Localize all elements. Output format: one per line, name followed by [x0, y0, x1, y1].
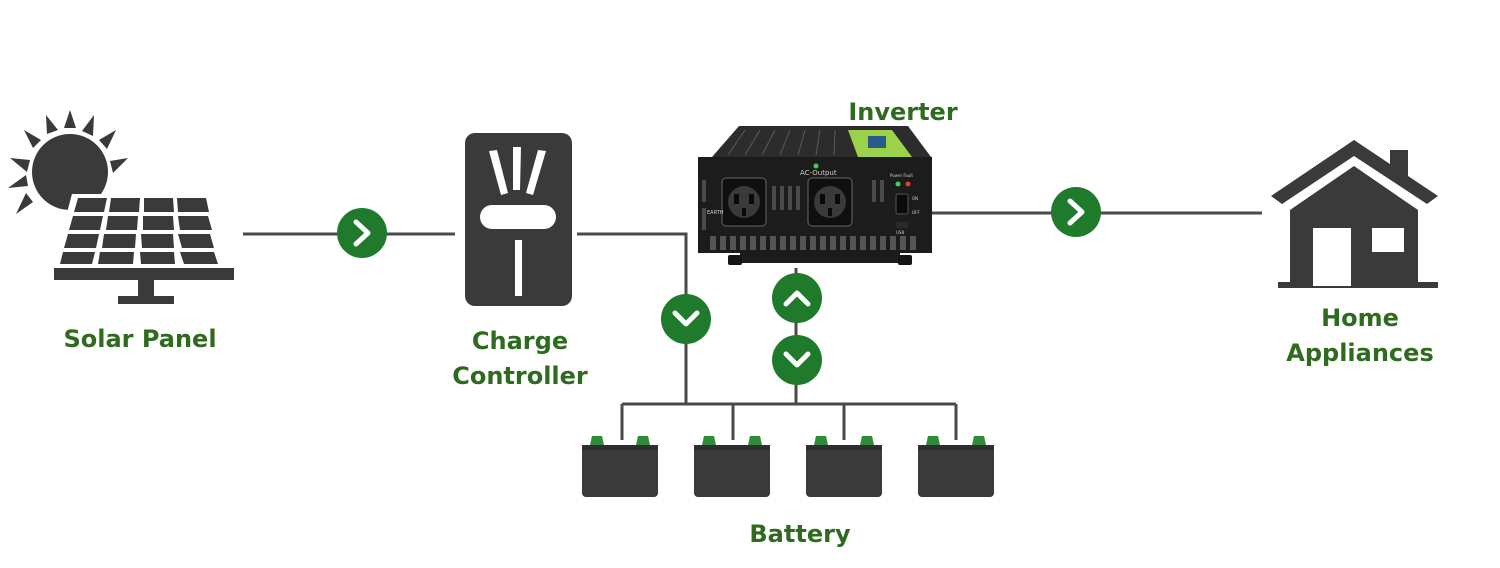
charge-controller-label: Charge Controller	[420, 324, 620, 394]
chevron-down-icon	[661, 294, 711, 344]
house-icon	[1271, 140, 1438, 288]
charge-controller-icon	[465, 133, 572, 306]
sun-icon	[8, 110, 128, 214]
inverter-earth-label: EARTH	[707, 210, 724, 216]
solar-panel-label: Solar Panel	[63, 325, 217, 353]
inverter-usb-label: USB	[896, 230, 904, 235]
chevron-down-icon	[772, 335, 822, 385]
inverter-output-label: AC-Output	[800, 169, 837, 177]
inverter-power-switch	[895, 193, 909, 215]
battery-icon	[806, 436, 882, 497]
battery-icon	[582, 436, 658, 497]
battery-label: Battery	[749, 520, 851, 548]
home-appliances-label: Home Appliances	[1260, 301, 1460, 371]
inverter-icon: AC-Output EARTH Power Fault ON OFF USB	[698, 126, 932, 265]
flow-arrows	[337, 187, 1101, 385]
inverter-power-fault-label: Power Fault	[890, 173, 913, 178]
battery-bank	[582, 436, 994, 497]
inverter-on-label: ON	[912, 196, 918, 201]
battery-icon	[694, 436, 770, 497]
inverter-status-led	[813, 163, 819, 169]
panel-frame	[52, 194, 236, 268]
panel-cells	[54, 198, 234, 304]
chevron-right-icon	[337, 208, 387, 258]
charge-controller-label-line2: Controller	[452, 362, 588, 390]
home-appliances-label-line1: Home	[1321, 304, 1399, 332]
fault-led	[905, 181, 911, 187]
charge-controller-label-line1: Charge	[471, 327, 569, 355]
chevron-up-icon	[772, 273, 822, 323]
inverter-outlet-2	[807, 177, 853, 227]
wire-controller-to-battery	[577, 232, 688, 404]
inverter-label: Inverter	[848, 98, 958, 126]
home-appliances-label-line2: Appliances	[1286, 339, 1434, 367]
solar-panel-icon	[8, 110, 236, 304]
inverter-usb-port	[896, 222, 908, 228]
inverter-outlet-1	[721, 177, 767, 227]
inverter-off-label: OFF	[912, 210, 920, 215]
chevron-right-icon	[1051, 187, 1101, 237]
battery-icon	[918, 436, 994, 497]
power-led	[895, 181, 901, 187]
